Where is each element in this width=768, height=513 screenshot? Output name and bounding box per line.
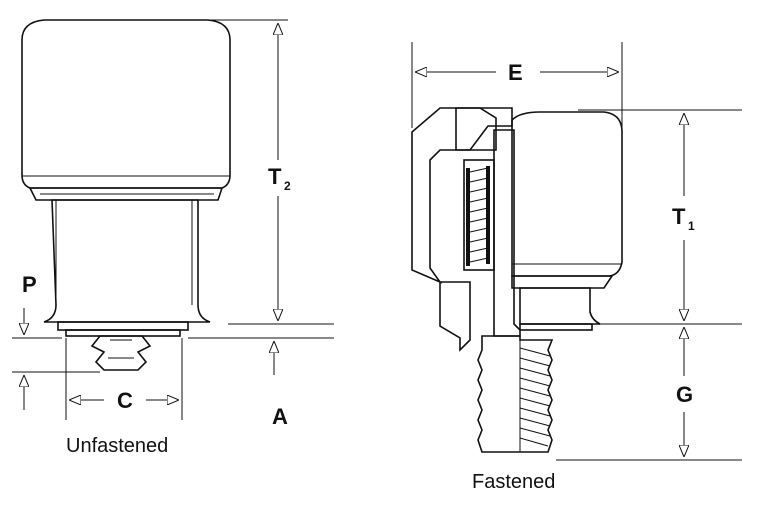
- t2-label: T: [268, 164, 282, 189]
- unfastened-caption: Unfastened: [66, 435, 168, 457]
- t2-subscript: 2: [284, 179, 291, 193]
- knurled-cap: [21, 19, 231, 189]
- unfastened-view: T 2 A P C Unfastened: [12, 19, 334, 457]
- threaded-screw: [477, 335, 554, 453]
- fastened-view: E T 1 G Fastened: [411, 42, 742, 493]
- screw-tip: [90, 335, 152, 371]
- e-label: E: [508, 60, 523, 85]
- c-label: C: [117, 388, 133, 413]
- knurled-cap-fastened: [511, 111, 623, 277]
- serrated-base: [57, 321, 189, 331]
- spring: [466, 166, 490, 266]
- a-label: A: [272, 404, 288, 429]
- screw-shank: [493, 129, 521, 337]
- body: [43, 199, 211, 323]
- t1-label: T: [672, 204, 686, 229]
- g-label: G: [676, 382, 693, 407]
- fastened-caption: Fastened: [472, 471, 555, 493]
- t1-subscript: 1: [688, 219, 695, 233]
- sectioned-sleeve: [411, 107, 497, 284]
- p-label: P: [22, 272, 37, 297]
